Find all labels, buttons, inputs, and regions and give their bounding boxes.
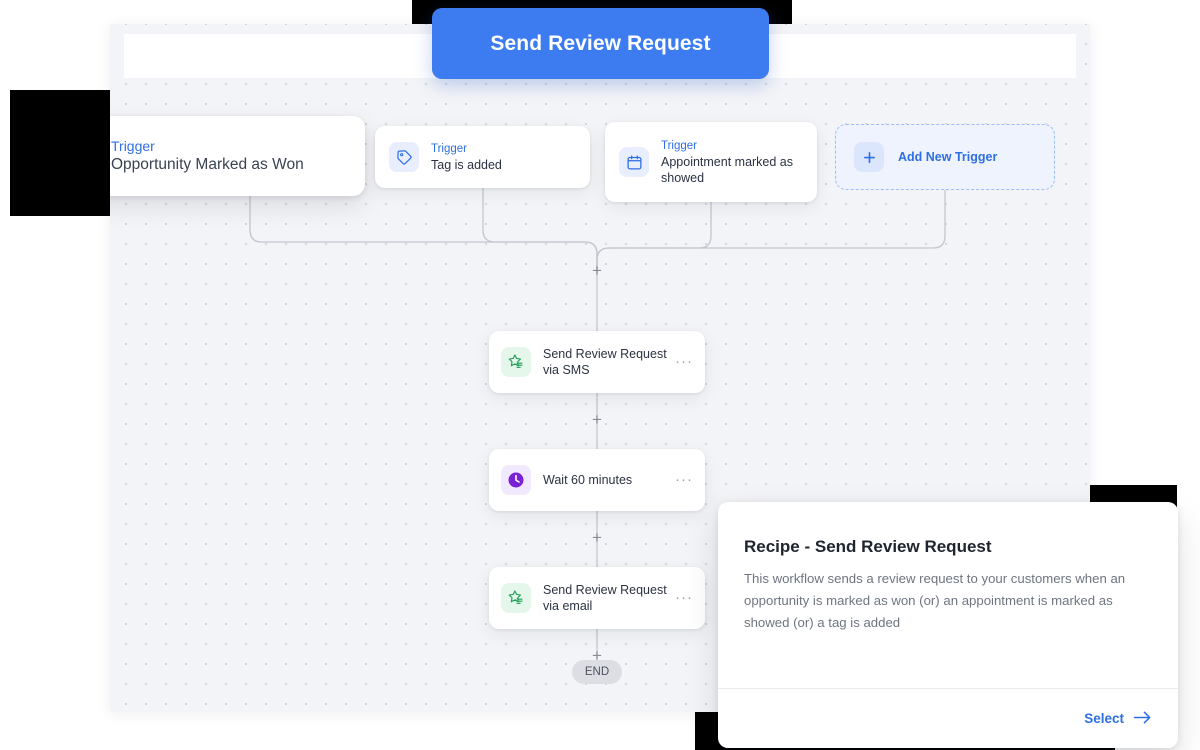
trigger-card-appointment-marked-as-showed[interactable]: Trigger Appointment marked as showed bbox=[605, 122, 817, 202]
trigger-kicker: Trigger bbox=[431, 142, 467, 155]
recipe-description: This workflow sends a review request to … bbox=[744, 571, 1126, 630]
node-overflow-menu-icon[interactable]: ··· bbox=[675, 353, 693, 370]
send-review-request-button[interactable]: Send Review Request bbox=[432, 8, 769, 79]
action-node-label: Wait 60 minutes bbox=[543, 473, 633, 487]
review-star-icon bbox=[501, 583, 531, 613]
clock-icon bbox=[501, 465, 531, 495]
add-new-trigger-label: Add New Trigger bbox=[898, 150, 998, 164]
recipe-footer: Select bbox=[718, 688, 1178, 748]
add-new-trigger-card[interactable]: Add New Trigger bbox=[835, 124, 1055, 190]
trigger-kicker: Trigger bbox=[111, 138, 155, 154]
calendar-icon bbox=[619, 147, 649, 177]
action-node-send-review-request-email[interactable]: Send Review Request via email ··· bbox=[489, 567, 705, 629]
workflow-end-pill: END bbox=[572, 660, 622, 684]
action-node-label: Send Review Request via SMS bbox=[543, 347, 667, 377]
action-node-label: Send Review Request via email bbox=[543, 583, 667, 613]
trigger-title: Tag is added bbox=[431, 157, 502, 172]
plus-icon bbox=[854, 142, 884, 172]
node-overflow-menu-icon[interactable]: ··· bbox=[675, 589, 693, 606]
add-step-plus-0[interactable]: + bbox=[592, 261, 602, 280]
recipe-title: Recipe - Send Review Request bbox=[744, 537, 992, 556]
trigger-kicker: Trigger bbox=[661, 139, 697, 152]
action-node-wait[interactable]: Wait 60 minutes ··· bbox=[489, 449, 705, 511]
recipe-panel: Recipe - Send Review Request This workfl… bbox=[718, 502, 1178, 748]
arrow-right-icon bbox=[1133, 710, 1152, 728]
trigger-title: Opportunity Marked as Won bbox=[111, 156, 304, 173]
select-button-label: Select bbox=[1084, 711, 1124, 726]
trigger-card-opportunity-marked-as-won[interactable]: Trigger Opportunity Marked as Won bbox=[110, 116, 365, 196]
trigger-card-tag-is-added[interactable]: Trigger Tag is added bbox=[375, 126, 590, 188]
add-step-plus-2[interactable]: + bbox=[592, 528, 602, 547]
recipe-body: Recipe - Send Review Request This workfl… bbox=[718, 502, 1178, 634]
review-star-icon bbox=[501, 347, 531, 377]
add-step-plus-3[interactable]: + bbox=[592, 646, 602, 665]
workflow-canvas[interactable]: + + + + Trigger Opportunity Marked as Wo… bbox=[110, 24, 1090, 712]
add-step-plus-1[interactable]: + bbox=[592, 410, 602, 429]
trigger-title: Appointment marked as showed bbox=[661, 154, 794, 185]
select-button[interactable]: Select bbox=[1084, 710, 1152, 728]
action-node-send-review-request-sms[interactable]: Send Review Request via SMS ··· bbox=[489, 331, 705, 393]
decorative-block-left bbox=[10, 90, 118, 216]
workflow-connectors bbox=[249, 188, 946, 672]
node-overflow-menu-icon[interactable]: ··· bbox=[675, 471, 693, 488]
tag-icon bbox=[389, 142, 419, 172]
